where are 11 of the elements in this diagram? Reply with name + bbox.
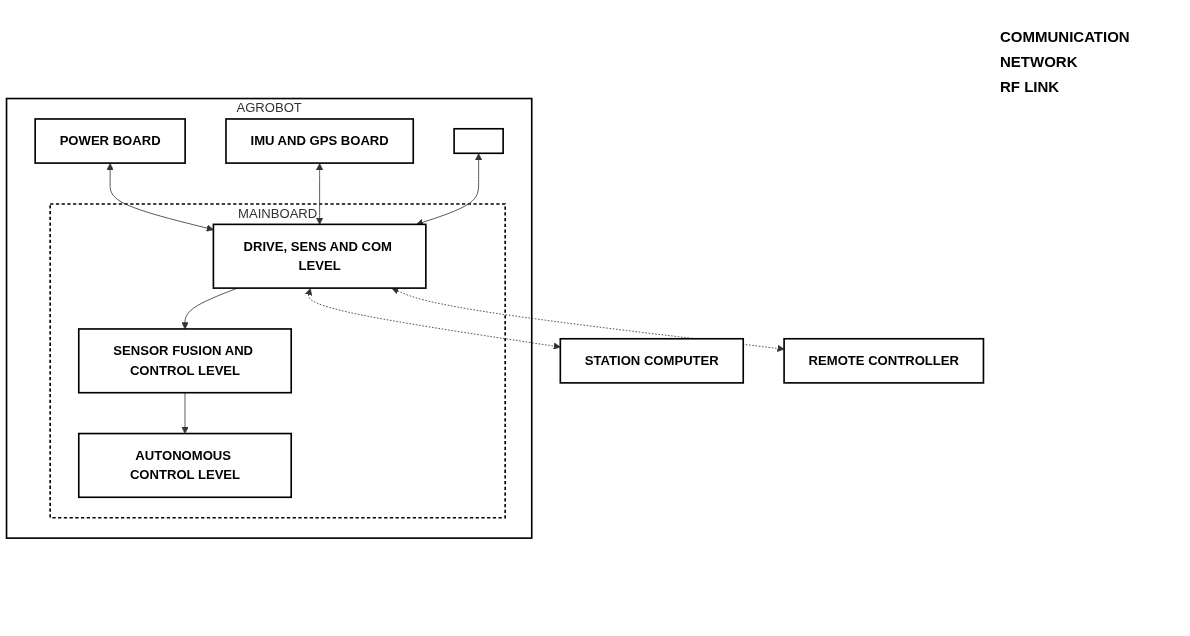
node-box: POWER BOARD [34, 117, 186, 164]
annotation-text: NETWORK [1000, 53, 1079, 70]
node-box: IMU AND GPS BOARD [225, 117, 415, 164]
annotation-text: COMMUNICATION [1000, 28, 1131, 45]
node-box: STATION COMPUTER [559, 337, 745, 384]
node-box [453, 127, 504, 154]
node-box: REMOTE CONTROLLER [783, 337, 985, 384]
node-box: SENSOR FUSION AND CONTROL LEVEL [77, 327, 293, 394]
node-box: DRIVE, SENS AND COM LEVEL [212, 223, 427, 289]
annotation-text: RF LINK [1000, 78, 1061, 95]
node-box: AUTONOMOUS CONTROL LEVEL [77, 432, 293, 498]
